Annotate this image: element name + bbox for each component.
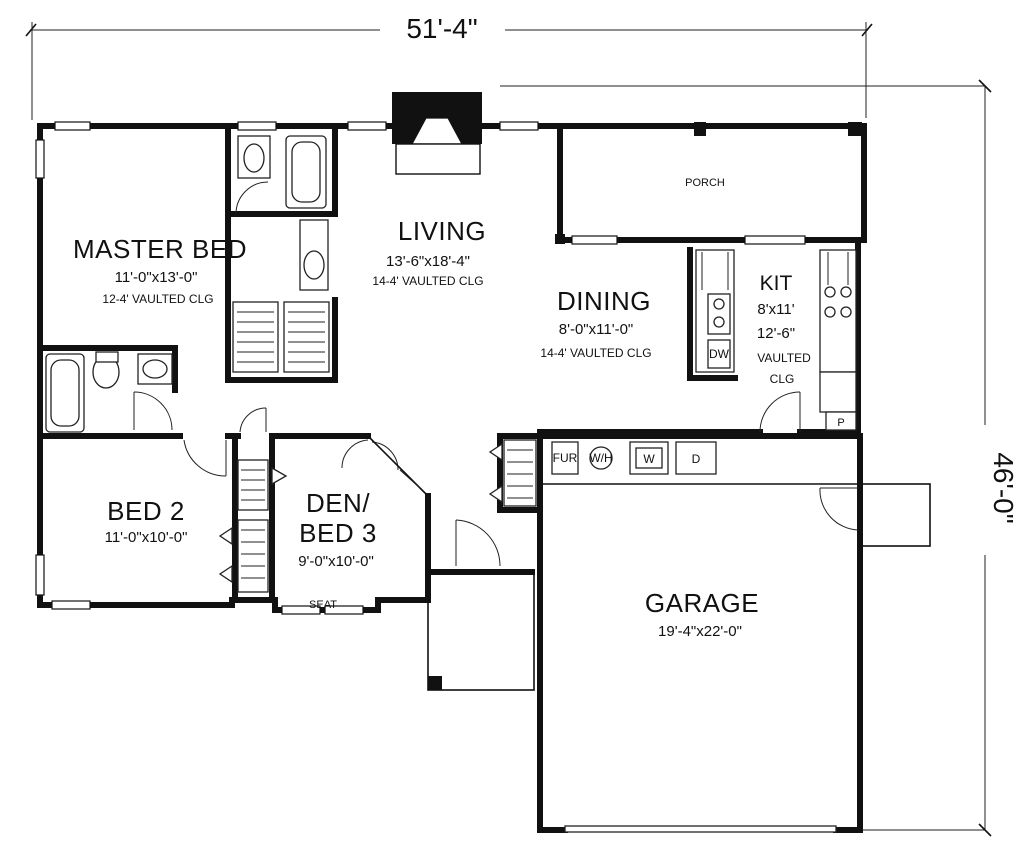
overall-depth-label: 46'-0" — [988, 452, 1019, 523]
kitchen-name: KIT — [760, 272, 793, 295]
seat-label: SEAT — [309, 599, 337, 611]
master-bed-size: 11'-0"x13'-0" — [115, 269, 198, 286]
living-name: LIVING — [398, 216, 486, 246]
garage-utilities — [540, 441, 858, 833]
living-ceiling: 14-4' VAULTED CLG — [372, 274, 483, 288]
overall-width-label: 51'-4" — [406, 13, 477, 44]
master-bed-ceiling: 12-4' VAULTED CLG — [102, 292, 213, 306]
porch-name: PORCH — [685, 177, 725, 189]
small-labels: SEAT P FUR W/H DW W D — [309, 347, 845, 611]
dimension-depth: 46'-0" — [500, 79, 1019, 837]
room-bed2: BED 2 11'-0"x10'-0" — [105, 496, 188, 546]
interior-walls — [37, 123, 861, 603]
room-dining: DINING 8'-0"x11'-0" 14-4' VAULTED CLG — [540, 286, 651, 360]
windows — [35, 121, 862, 615]
kitchen-ceiling-1: VAULTED — [757, 351, 811, 365]
dimension-width: 51'-4" — [25, 13, 873, 120]
kitchen-ceiling-height: 12'-6" — [757, 325, 795, 342]
living-size: 13'-6"x18'-4" — [386, 253, 470, 270]
dining-size: 8'-0"x11'-0" — [559, 321, 633, 338]
room-living: LIVING 13'-6"x18'-4" 14-4' VAULTED CLG — [372, 216, 486, 288]
room-garage: GARAGE 19'-4"x22'-0" — [645, 588, 759, 640]
water-heater-label: W/H — [589, 451, 612, 465]
furnace-label: FUR — [553, 451, 578, 465]
bath-fixtures — [45, 135, 329, 433]
bed2-name: BED 2 — [107, 496, 185, 526]
den-size: 9'-0"x10'-0" — [298, 553, 374, 570]
master-bed-name: MASTER BED — [73, 234, 247, 264]
den-name-2: BED 3 — [299, 518, 377, 548]
kitchen-size: 8'x11' — [757, 301, 794, 318]
washer-label: W — [643, 452, 655, 466]
doors — [183, 391, 859, 567]
kitchen-ceiling-2: CLG — [770, 372, 795, 386]
dishwasher-label: DW — [709, 347, 730, 361]
garage-size: 19'-4"x22'-0" — [658, 623, 742, 640]
room-den: DEN/ BED 3 9'-0"x10'-0" — [298, 488, 377, 570]
dining-name: DINING — [557, 286, 651, 316]
room-master-bed: MASTER BED 11'-0"x13'-0" 12-4' VAULTED C… — [73, 234, 247, 306]
dining-ceiling: 14-4' VAULTED CLG — [540, 346, 651, 360]
stoop — [427, 483, 931, 691]
bed2-size: 11'-0"x10'-0" — [105, 529, 188, 546]
den-name-1: DEN/ — [306, 488, 370, 518]
garage-name: GARAGE — [645, 588, 759, 618]
room-porch: PORCH — [685, 177, 725, 189]
dryer-label: D — [692, 452, 701, 466]
pantry-label: P — [837, 417, 844, 429]
kitchen-fixtures — [695, 249, 857, 431]
room-kitchen: KIT 8'x11' 12'-6" VAULTED CLG — [757, 272, 811, 386]
closets — [218, 301, 537, 593]
fireplace — [392, 92, 482, 175]
